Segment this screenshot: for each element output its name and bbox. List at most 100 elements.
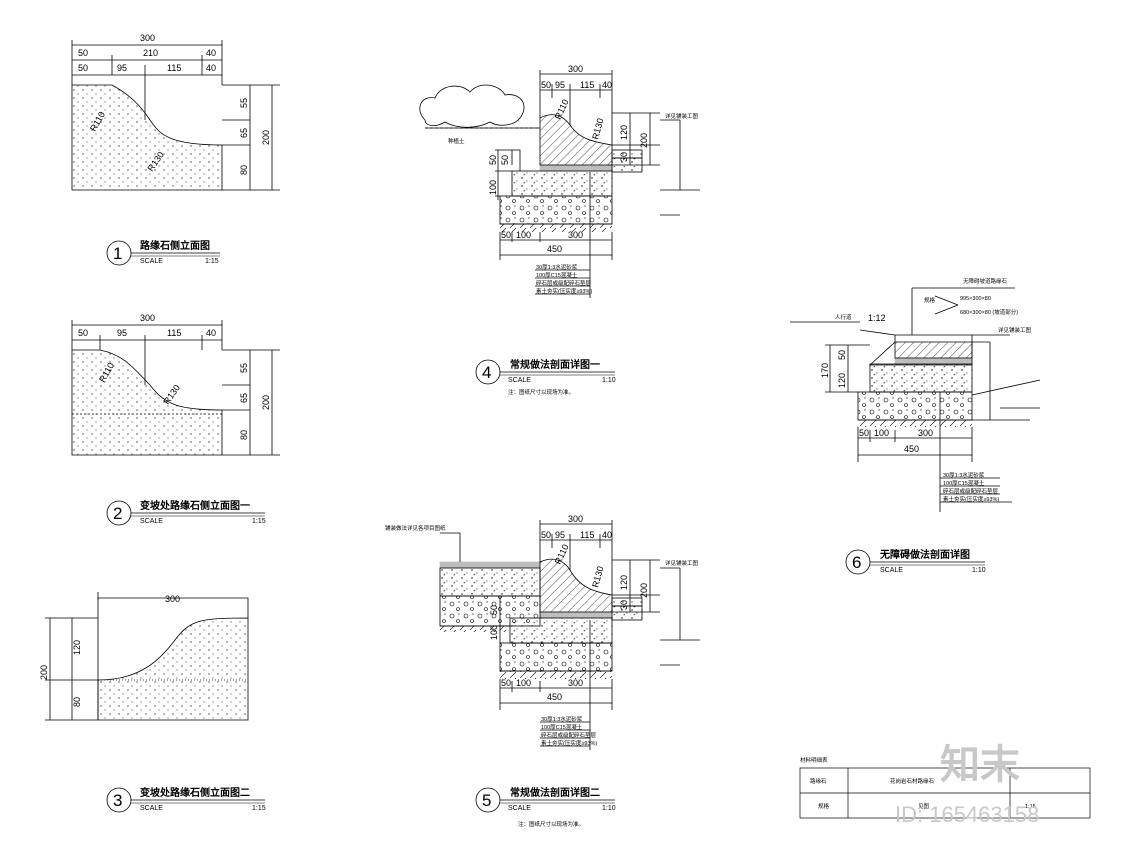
v5-dim-120: 120: [619, 575, 629, 590]
v4-right-label: 详见铺装工图: [665, 112, 699, 120]
v5-dim-bottom-100: 100: [516, 678, 531, 688]
v4-dim-115: 115: [580, 80, 594, 90]
v2-dim-40: 40: [206, 328, 216, 338]
v1-scale-label: SCALE: [140, 258, 163, 265]
v6-dim-bottom-300: 300: [918, 428, 933, 438]
v5-number: 5: [482, 791, 491, 810]
v4-dim-30: 30: [619, 152, 629, 162]
v4-dim-left-50a: 50: [488, 155, 498, 165]
v3-dim-80: 80: [72, 697, 82, 707]
v1-caption: 1 路缘石侧立面图 SCALE 1:15: [106, 239, 220, 266]
v1-dim-300: 300: [140, 33, 155, 43]
v4-dim-200: 200: [639, 133, 649, 148]
v4-dim-300: 300: [568, 64, 583, 74]
v6-dim-170: 170: [820, 363, 830, 378]
v3-number: 3: [113, 791, 122, 810]
v2-dim-50: 50: [78, 328, 88, 338]
v3-dim-300: 300: [165, 594, 180, 604]
v1-scale: 1:15: [205, 258, 219, 265]
v5-dim-bottom-300: 300: [568, 678, 583, 688]
v6-top-label: 无障碍坡道路缘石: [963, 277, 1008, 285]
v4-scale-label: SCALE: [508, 377, 531, 384]
v5-layer-2: 100厚C15混凝土: [541, 723, 583, 731]
watermark-logo: 知末: [940, 743, 1020, 787]
v6-spec-label: 规格: [924, 296, 936, 304]
v1-dim-80: 80: [239, 165, 249, 175]
v5-dim-bottom-50: 50: [501, 678, 511, 688]
v6-dim-bottom-100: 100: [874, 428, 889, 438]
v4-tree-label: 种植土: [448, 137, 465, 145]
v4-number: 4: [482, 363, 491, 382]
v2-dim-80: 80: [239, 430, 249, 440]
v1-number: 1: [113, 244, 122, 263]
view-6-section: [790, 287, 1041, 512]
v3-dim-200: 200: [39, 665, 49, 680]
v3-scale: 1:15: [252, 805, 266, 812]
table-cell-r1c1: 路缘石: [810, 777, 827, 785]
v5-radius-110: R110: [553, 543, 571, 566]
v4-scale: 1:10: [602, 377, 616, 384]
v5-dim-300: 300: [568, 514, 583, 524]
v4-dim-left-50b: 50: [500, 155, 510, 165]
v5-layer-4: 素土夯实(压实度≥93%): [541, 739, 597, 747]
v3-title: 变坡处路缘石侧立面图二: [140, 786, 250, 799]
v6-scale: 1:10: [972, 567, 986, 574]
v2-dim-55: 55: [239, 363, 249, 373]
v5-layer-1: 30厚1:3水泥砂浆: [541, 715, 583, 723]
v5-dim-115: 115: [580, 530, 594, 540]
v2-scale: 1:15: [252, 518, 266, 525]
v1-dim-40: 40: [206, 48, 216, 58]
v4-dim-95: 95: [555, 80, 565, 90]
v1-dim-95: 95: [117, 63, 127, 73]
v6-slope: 1:12: [868, 313, 886, 323]
v5-note: 注：图纸尺寸以现场为准。: [518, 820, 584, 828]
v2-scale-label: SCALE: [140, 518, 163, 525]
v6-layer-2: 100厚C15混凝土: [943, 479, 985, 487]
v5-dim-40: 40: [602, 530, 612, 540]
v2-dim-300: 300: [140, 313, 155, 323]
v4-layer-4: 素土夯实(压实度≥93%): [536, 287, 592, 295]
v3-dim-120: 120: [72, 640, 82, 655]
v2-caption: 2 变坡处路缘石侧立面图一 SCALE 1:15: [106, 499, 266, 526]
v6-layer-1: 30厚1:3水泥砂浆: [943, 471, 985, 479]
view-2-elevation: [71, 320, 280, 456]
v6-layer-4: 素土夯实(压实度≥93%): [943, 495, 999, 503]
v3-scale-label: SCALE: [140, 805, 163, 812]
v5-title: 常规做法剖面详图二: [510, 786, 600, 799]
v2-dim-65: 65: [239, 393, 249, 403]
v4-dim-left-100: 100: [488, 180, 498, 195]
v6-left-label: 人行道: [835, 313, 852, 321]
v4-caption: 4 常规做法剖面详图一 SCALE 1:10 注：图纸尺寸以现场为准。: [475, 358, 616, 396]
v5-dim-left-50: 50: [489, 605, 499, 615]
table-title: 材料明细表: [800, 756, 828, 764]
watermark-id: ID: 165463158: [895, 802, 1039, 827]
v4-dim-bottom-100: 100: [516, 230, 531, 240]
table-cell-r1c2: 花岗岩石材路缘石: [890, 777, 935, 785]
v6-spec-2: 680×300×80 (坡道部分): [960, 308, 1018, 316]
v1-dim-40b: 40: [206, 63, 216, 73]
v4-dim-bottom-50: 50: [501, 230, 511, 240]
v2-dim-200: 200: [261, 395, 271, 410]
v6-number: 6: [852, 553, 861, 572]
v5-dim-95: 95: [555, 530, 565, 540]
v4-dim-bottom-450: 450: [547, 244, 562, 254]
v4-dim-bottom-300: 300: [568, 230, 583, 240]
v2-title: 变坡处路缘石侧立面图一: [140, 499, 250, 512]
v6-layer-3: 碎石层或级配碎石垫层: [943, 487, 999, 495]
v4-dim-40: 40: [602, 80, 612, 90]
v6-dim-bottom-450: 450: [904, 444, 919, 454]
v6-caption: 6 无障碍做法剖面详图 SCALE 1:10: [845, 548, 986, 575]
v5-radius-130: R130: [590, 565, 605, 588]
v2-radius-130: R130: [161, 383, 182, 406]
view-4-section: [419, 70, 700, 298]
v4-layer-1: 30厚1:3水泥砂浆: [536, 263, 578, 271]
v6-dim-120: 120: [837, 373, 847, 388]
v1-title: 路缘石侧立面图: [140, 239, 210, 252]
v1-dim-210: 210: [143, 48, 158, 58]
v6-title: 无障碍做法剖面详图: [879, 548, 970, 561]
v5-dim-30: 30: [619, 600, 629, 610]
v2-dim-95: 95: [117, 328, 127, 338]
v1-dim-200: 200: [261, 130, 271, 145]
v4-dim-120: 120: [619, 125, 629, 140]
